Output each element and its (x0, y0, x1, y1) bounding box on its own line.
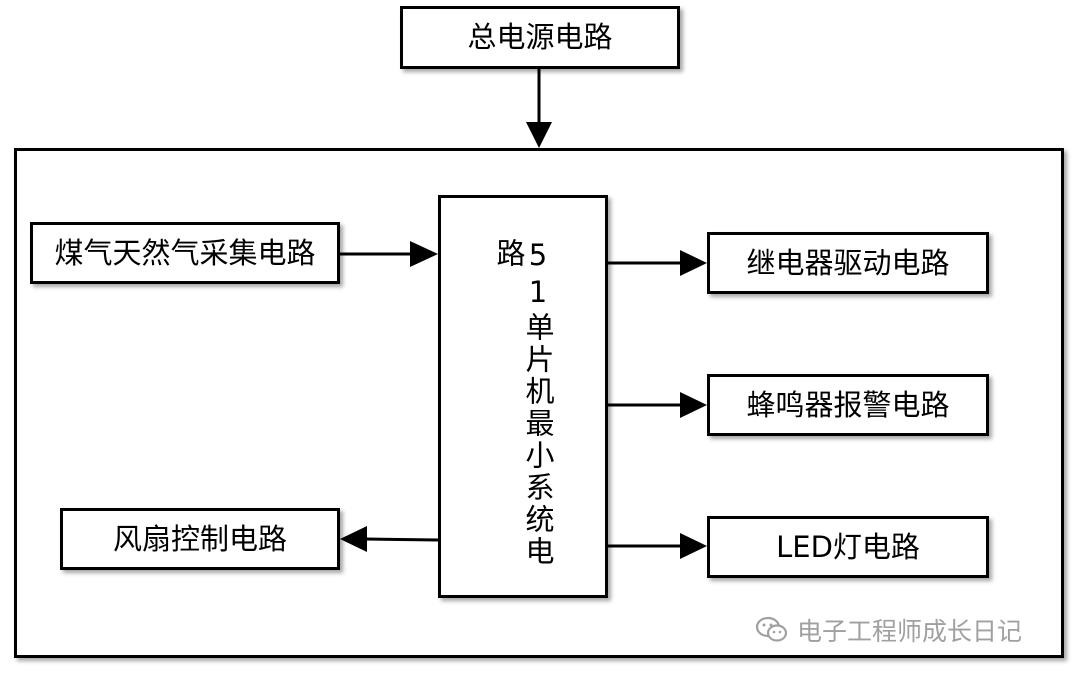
arrow-gas-to-mcu-head (410, 241, 438, 267)
gas-sensor-box: 煤气天然气采集电路 (30, 222, 340, 284)
arrow-mcu-to-buzzer-head (680, 392, 707, 418)
arrow-mcu-to-fan-head (340, 526, 367, 552)
arrow-mcu-to-fan-line (364, 537, 439, 542)
buzzer-alarm-label: 蜂鸣器报警电路 (746, 387, 950, 422)
led-circuit-box: LED灯电路 (707, 516, 989, 578)
power-circuit-label: 总电源电路 (467, 20, 613, 54)
fan-control-box: 风扇控制电路 (60, 508, 340, 570)
buzzer-alarm-box: 蜂鸣器报警电路 (707, 374, 989, 436)
arrow-power-to-system-head (526, 122, 552, 148)
system-boundary (14, 148, 1064, 658)
watermark: 电子工程师成长日记 (755, 612, 1022, 648)
watermark-text: 电子工程师成长日记 (797, 617, 1023, 646)
fan-control-label: 风扇控制电路 (112, 521, 287, 556)
led-circuit-label: LED灯电路 (776, 529, 920, 564)
wechat-icon (755, 616, 788, 642)
relay-driver-box: 继电器驱动电路 (707, 232, 989, 294)
gas-sensor-label: 煤气天然气采集电路 (54, 235, 316, 270)
power-circuit-box: 总电源电路 (400, 6, 680, 69)
mcu-box: 51单片机最小系统电路 (438, 195, 608, 598)
relay-driver-label: 继电器驱动电路 (746, 245, 950, 280)
arrow-mcu-to-relay-head (680, 250, 707, 276)
mcu-label: 51单片机最小系统电路 (492, 238, 555, 568)
arrow-mcu-to-led-head (680, 533, 707, 559)
